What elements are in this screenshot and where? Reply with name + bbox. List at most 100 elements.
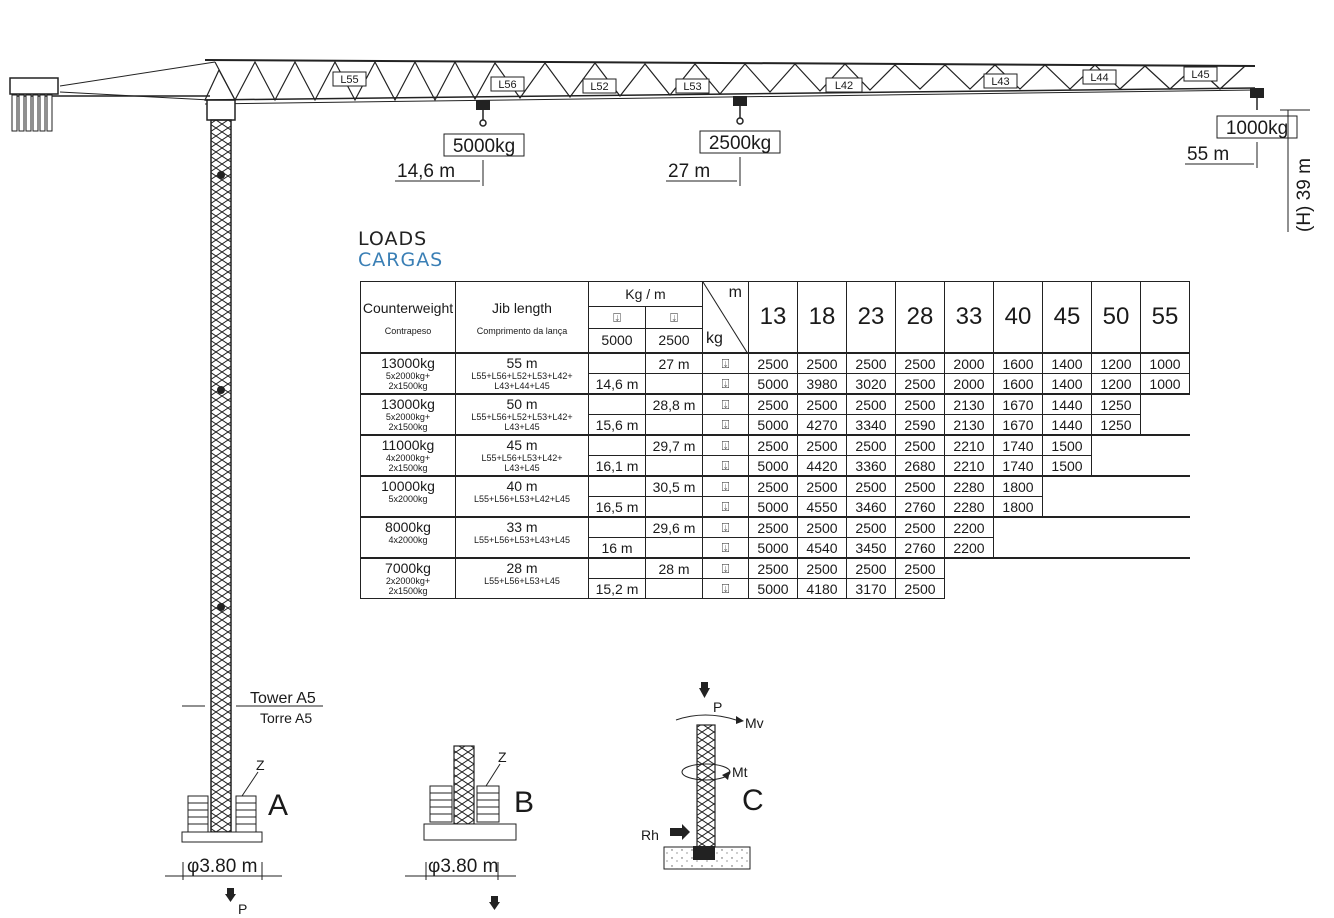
empty-cell — [1043, 538, 1092, 559]
load-value: 4180 — [797, 578, 847, 599]
hdr-jib: Jib length Comprimento da lança — [455, 281, 589, 354]
radius-5000: 16,1 m — [588, 455, 646, 477]
load-value: 1200 — [1091, 373, 1141, 395]
tower — [204, 68, 236, 833]
radius-header: 18 — [797, 281, 847, 354]
hdr-counterweight-pt: Contrapeso — [384, 325, 432, 336]
load-value: 5000 — [748, 537, 798, 559]
load-value: 2210 — [944, 455, 994, 477]
load-value: 2500 — [895, 557, 945, 579]
jib-length-value: 28 m — [506, 560, 538, 576]
counterweight-value: 11000kg — [381, 437, 435, 453]
counterweight-detail: 4x2000kg — [388, 535, 428, 545]
load-value: 2000 — [944, 352, 994, 374]
hook-2fall-icon: ⍗ — [702, 393, 749, 415]
jib-section-label: L56 — [498, 79, 516, 91]
counterweight-value: 10000kg — [381, 478, 435, 494]
jib-length-value: 50 m — [506, 396, 538, 412]
radius-5000: 14,6 m — [588, 373, 646, 395]
empty-cell — [944, 557, 994, 579]
hook-4fall-icon: ⍗ — [702, 414, 749, 436]
load-value: 1740 — [993, 455, 1043, 477]
load-value: 4420 — [797, 455, 847, 477]
load-value: 5000 — [748, 414, 798, 436]
empty-cell — [1091, 516, 1141, 538]
base-b-letter: B — [514, 786, 534, 819]
empty-cell — [1092, 456, 1141, 477]
radius-2500-empty — [645, 578, 703, 599]
base-b-z-label: Z — [498, 749, 507, 765]
load-value: 1200 — [1091, 352, 1141, 374]
load-value: 5000 — [748, 455, 798, 477]
load-value: 3460 — [846, 496, 896, 518]
load-value: 1400 — [1042, 352, 1092, 374]
empty-cell — [1091, 434, 1141, 456]
empty-cell — [1043, 497, 1092, 518]
load-value: 1000 — [1140, 373, 1190, 395]
load-weight-5000: 5000kg — [453, 136, 515, 157]
hook-2fall-icon: ⍗ — [702, 352, 749, 374]
empty-cell — [1140, 557, 1190, 579]
load-value: 1800 — [993, 496, 1043, 518]
empty-cell — [993, 557, 1043, 579]
load-value: 2500 — [846, 475, 896, 497]
arrow-down-icon — [489, 902, 500, 910]
jib-sections: L55+L56+L52+L53+L42+ — [471, 371, 573, 381]
load-value: 4540 — [797, 537, 847, 559]
counterweight-detail: 2x1500kg — [388, 422, 428, 432]
load-value: 2280 — [944, 496, 994, 518]
load-radius-55: 55 m — [1187, 144, 1229, 165]
load-value: 2200 — [944, 537, 994, 559]
empty-cell — [993, 516, 1043, 538]
hook-4fall-icon: ⍗ — [702, 373, 749, 395]
load-value: 2500 — [748, 393, 798, 415]
load-value: 2500 — [748, 352, 798, 374]
hook-4fall-icon: ⍗ — [702, 578, 749, 599]
load-value: 2500 — [797, 516, 847, 538]
load-value: 2500 — [797, 352, 847, 374]
load-value: 2500 — [895, 578, 945, 599]
load-value: 2500 — [748, 516, 798, 538]
counterweight-value: 8000kg — [385, 519, 431, 535]
load-value: 1740 — [993, 434, 1043, 456]
hook-trolley-1 — [476, 100, 490, 127]
hook-2fall-icon: ⍗ — [702, 557, 749, 579]
counterweight-detail: 5x2000kg+ — [385, 412, 431, 422]
jib-sections: L55+L56+L53+L45 — [484, 576, 560, 586]
counterweight-blocks — [11, 94, 53, 132]
loads-title-block: LOADS CARGAS — [358, 229, 443, 271]
load-value: 1250 — [1091, 393, 1141, 415]
radius-header: 40 — [993, 281, 1043, 354]
hdr-m-kg: m kg — [702, 281, 749, 354]
base-c-p-label: P — [713, 699, 722, 715]
base-c-mv-label: Mv — [745, 715, 764, 731]
empty-cell — [945, 579, 994, 599]
radius-5000-empty — [588, 516, 646, 538]
radius-2500: 29,6 m — [645, 516, 703, 538]
load-value: 2500 — [895, 352, 945, 374]
load-value: 1600 — [993, 352, 1043, 374]
load-value: 1670 — [993, 393, 1043, 415]
counterweight-value: 13000kg — [381, 396, 435, 412]
jib-length-value: 45 m — [506, 437, 538, 453]
load-value: 3980 — [797, 373, 847, 395]
jib-section-label: L43 — [991, 76, 1009, 88]
load-weight-2500: 2500kg — [709, 133, 771, 154]
empty-cell — [1141, 456, 1190, 477]
empty-cell — [1042, 516, 1092, 538]
load-value: 1800 — [993, 475, 1043, 497]
load-radius-27: 27 m — [668, 161, 710, 182]
jib-sections: L55+L56+L52+L53+L42+ — [471, 412, 573, 422]
base-a-p-label: P — [238, 901, 247, 917]
jib-sections: L43+L45 — [504, 422, 540, 432]
load-value: 2000 — [944, 373, 994, 395]
load-value: 3020 — [846, 373, 896, 395]
arrow-down-icon — [225, 894, 236, 902]
